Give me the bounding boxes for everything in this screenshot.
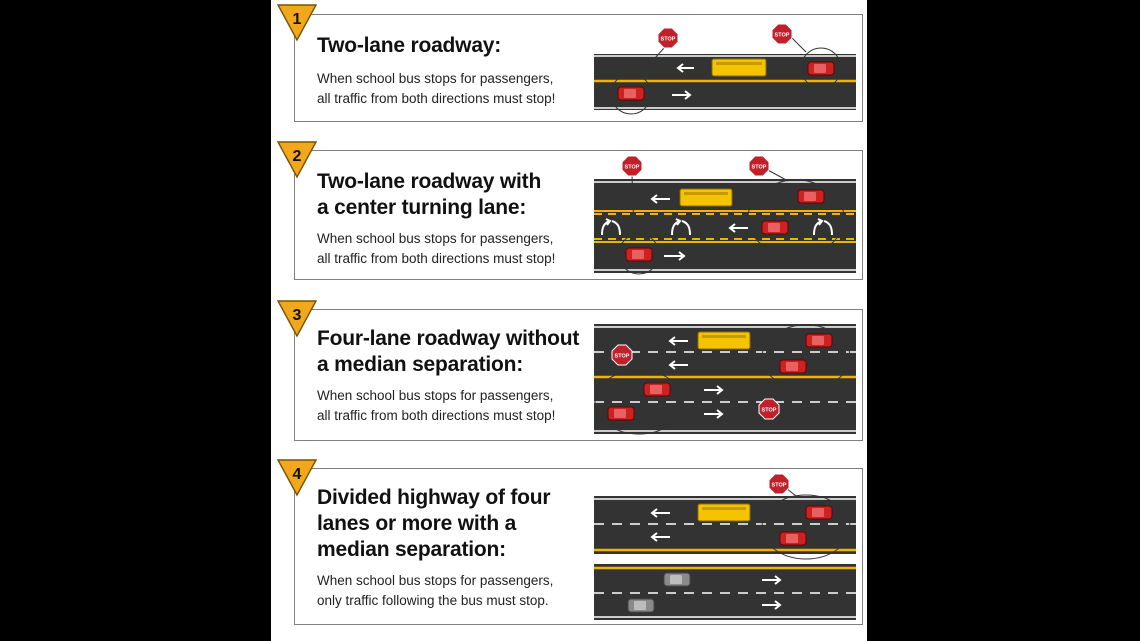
turn-arrows-icon: [671, 218, 691, 236]
number-badge-4: 4: [277, 459, 317, 497]
stopped-car: [761, 220, 789, 235]
panel-title-line: Four-lane roadway without: [317, 327, 580, 350]
panel-description-line: all traffic from both directions must st…: [317, 251, 556, 266]
stopped-car: [625, 247, 653, 262]
panel-description: When school bus stops for passengers, al…: [317, 69, 555, 109]
stop-sign-label: STOP: [762, 408, 777, 414]
moving-car: [663, 572, 691, 587]
badge-number: 4: [293, 466, 302, 483]
stop-sign-label: STOP: [625, 165, 640, 171]
panel-title-line: Divided highway of four: [317, 486, 551, 509]
badge-shape: [277, 141, 317, 179]
highlight-circle: [761, 494, 851, 560]
number-badge-3: 3: [277, 300, 317, 338]
highlight-circle: [610, 73, 652, 115]
highlight-circle: [800, 47, 842, 89]
pointer-line: [637, 47, 665, 78]
panel-description-line: only traffic following the bus must stop…: [317, 593, 549, 608]
left-arrow-icon: [650, 508, 670, 518]
panel-title-line: Two-lane roadway with: [317, 170, 542, 193]
stop-sign-icon: STOP: [611, 344, 633, 366]
right-arrow-icon: [762, 600, 782, 610]
panel-description: When school bus stops for passengers, on…: [317, 571, 553, 611]
stop-sign-icon: STOP: [748, 155, 770, 177]
left-arrow-icon: [668, 360, 688, 370]
left-arrow-icon: [668, 336, 688, 346]
pointer-line: [631, 174, 635, 236]
panel-title-line: a median separation:: [317, 353, 524, 376]
panel-description: When school bus stops for passengers, al…: [317, 386, 555, 426]
road-scene-3: STOP STOP: [594, 324, 856, 435]
moving-car: [627, 598, 655, 613]
left-arrow-icon: [650, 194, 670, 204]
stop-sign-icon: STOP: [771, 23, 793, 45]
left-arrow-icon: [676, 63, 694, 73]
stop-sign-icon: STOP: [657, 27, 679, 49]
stopped-car: [617, 86, 645, 101]
pointer-line: [789, 35, 807, 53]
stopped-car: [779, 531, 807, 546]
stopped-car: [807, 61, 835, 76]
road-scene-1: STOP STOP: [594, 23, 856, 115]
highlight-circle: [594, 369, 684, 435]
badge-shape: [277, 459, 317, 497]
stopped-car: [607, 406, 635, 421]
panel-description: When school bus stops for passengers, al…: [317, 229, 555, 269]
panel-description-line: all traffic from both directions must st…: [317, 91, 556, 106]
stop-sign-label: STOP: [775, 33, 790, 39]
stop-sign-label: STOP: [772, 483, 787, 489]
school-bus: [711, 58, 767, 77]
badge-shape: [277, 300, 317, 338]
stop-sign-label: STOP: [661, 37, 676, 43]
school-bus: [697, 503, 751, 522]
panel-title-line: lanes or more with a: [317, 512, 517, 535]
highlight-circle: [747, 179, 845, 257]
badge-number: 2: [293, 148, 302, 165]
school-bus: [679, 188, 733, 207]
panel-title-line: a center turning lane:: [317, 196, 527, 219]
panel-title: Four-lane roadway without a median separ…: [317, 326, 579, 378]
right-arrow-icon: [664, 251, 686, 261]
turn-arrows-icon: [601, 218, 621, 236]
stopped-car: [805, 333, 833, 348]
stop-sign-label: STOP: [615, 354, 630, 360]
panel-description-line: When school bus stops for passengers,: [317, 231, 554, 246]
panel-title-line: Two-lane roadway:: [317, 34, 502, 57]
badge-shape: [277, 4, 317, 42]
left-arrow-icon: [650, 532, 670, 542]
left-arrow-icon: [728, 223, 748, 233]
panel-title-line: median separation:: [317, 538, 506, 561]
stopped-car: [805, 505, 833, 520]
right-arrow-icon: [704, 409, 724, 419]
stopped-car: [643, 382, 671, 397]
badge-number: 1: [293, 11, 302, 28]
right-arrow-icon: [762, 575, 782, 585]
panel-title: Divided highway of four lanes or more wi…: [317, 485, 551, 563]
road-scene-2: STOP STOP: [594, 155, 856, 275]
stop-sign-label: STOP: [752, 165, 767, 171]
pointer-line: [765, 168, 789, 182]
right-arrow-icon: [704, 385, 724, 395]
stop-sign-icon: STOP: [758, 398, 780, 420]
highlight-circle: [618, 233, 660, 275]
turn-arrows-icon: [813, 218, 833, 236]
highlight-circle: [761, 324, 851, 390]
school-bus: [697, 331, 751, 350]
panel-description-line: When school bus stops for passengers,: [317, 573, 554, 588]
panel-description-line: When school bus stops for passengers,: [317, 71, 554, 86]
panel-title: Two-lane roadway with a center turning l…: [317, 169, 541, 221]
stop-sign-icon: STOP: [768, 473, 790, 495]
stopped-car: [779, 359, 807, 374]
badge-number: 3: [293, 307, 302, 324]
right-arrow-icon: [672, 90, 692, 100]
panel-description-line: When school bus stops for passengers,: [317, 388, 554, 403]
panel-title: Two-lane roadway:: [317, 33, 501, 59]
stopped-car: [797, 189, 825, 204]
road-scene-4: STOP: [594, 473, 856, 620]
number-badge-1: 1: [277, 4, 317, 42]
stop-sign-icon: STOP: [621, 155, 643, 177]
panel-description-line: all traffic from both directions must st…: [317, 408, 556, 423]
number-badge-2: 2: [277, 141, 317, 179]
